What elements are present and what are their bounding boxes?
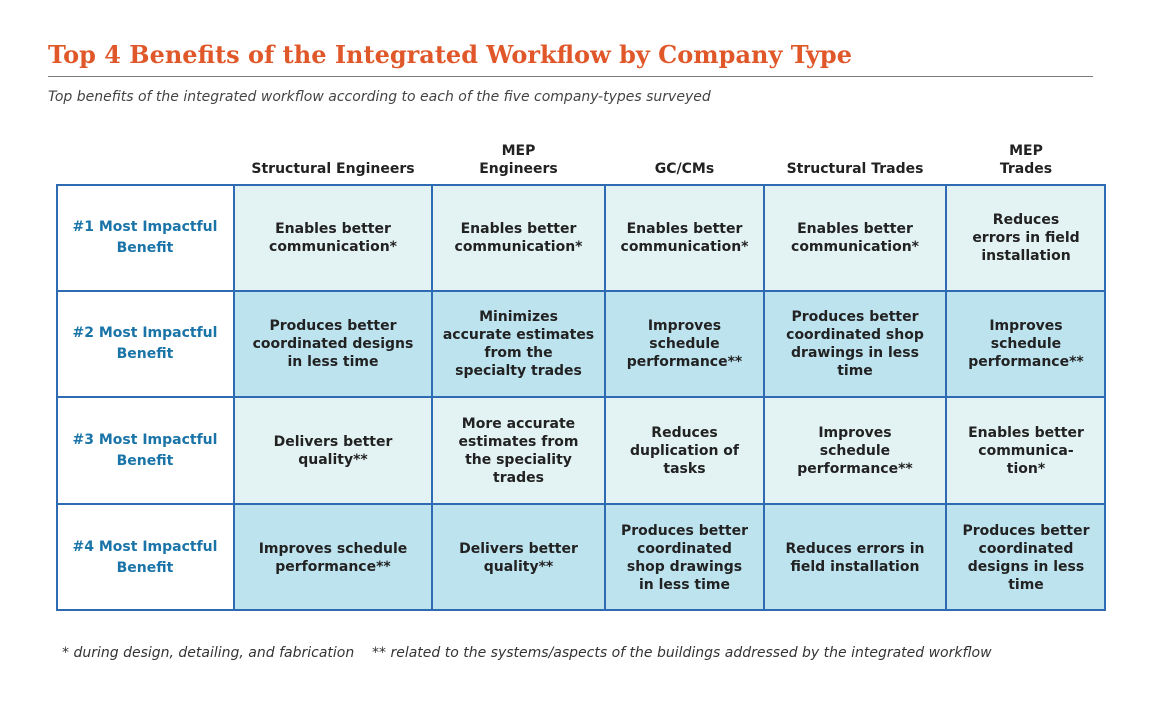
table-cell: More accurate estimates from the special… bbox=[432, 397, 605, 504]
table-cell: Produces better coordinated designs in l… bbox=[946, 504, 1106, 611]
table-cell: Improves schedule performance** bbox=[764, 397, 946, 504]
table-cell: Improves schedule performance** bbox=[605, 291, 764, 397]
table-cell: Enables better communication* bbox=[234, 184, 432, 291]
page-subtitle: Top benefits of the integrated workflow … bbox=[48, 89, 711, 105]
table-cell: Enables better communication* bbox=[764, 184, 946, 291]
table-cell: Produces better coordinated designs in l… bbox=[234, 291, 432, 397]
footnote-1: * during design, detailing, and fabricat… bbox=[62, 645, 355, 661]
grid-horizontal-line bbox=[56, 396, 1106, 398]
table-cell: Produces better coordinated shop drawing… bbox=[605, 504, 764, 611]
table-cell: Enables better communication* bbox=[432, 184, 605, 291]
row-label: #2 Most Impactful Benefit bbox=[56, 291, 234, 397]
column-header: Structural Engineers bbox=[251, 161, 415, 177]
footnote-2: ** related to the systems/aspects of the… bbox=[372, 645, 992, 661]
title-divider bbox=[48, 76, 1093, 77]
table-border bbox=[56, 184, 1106, 611]
column-header: MEP Engineers bbox=[479, 143, 558, 177]
column-header: Structural Trades bbox=[786, 161, 924, 177]
table-cell: Produces better coordinated shop drawing… bbox=[764, 291, 946, 397]
table-cell: Improves schedule performance** bbox=[234, 504, 432, 611]
column-header: GC/CMs bbox=[654, 161, 715, 177]
row-label: #1 Most Impactful Benefit bbox=[56, 184, 234, 291]
row-label: #4 Most Impactful Benefit bbox=[56, 504, 234, 611]
table-cell: Enables better communication* bbox=[605, 184, 764, 291]
table-cell: Minimizes accurate estimates from the sp… bbox=[432, 291, 605, 397]
table-cell: Delivers better quality** bbox=[234, 397, 432, 504]
column-header: MEP Trades bbox=[999, 143, 1053, 177]
table-cell: Reduces duplication of tasks bbox=[605, 397, 764, 504]
grid-horizontal-line bbox=[56, 290, 1106, 292]
grid-horizontal-line bbox=[56, 503, 1106, 505]
table-cell: Reduces errors in field installation bbox=[764, 504, 946, 611]
table-cell: Reduces errors in field installation bbox=[946, 184, 1106, 291]
table-cell: Delivers better quality** bbox=[432, 504, 605, 611]
page-title: Top 4 Benefits of the Integrated Workflo… bbox=[48, 40, 852, 69]
table-cell: Improves schedule performance** bbox=[946, 291, 1106, 397]
table-cell: Enables better communica- tion* bbox=[946, 397, 1106, 504]
row-label: #3 Most Impactful Benefit bbox=[56, 397, 234, 504]
